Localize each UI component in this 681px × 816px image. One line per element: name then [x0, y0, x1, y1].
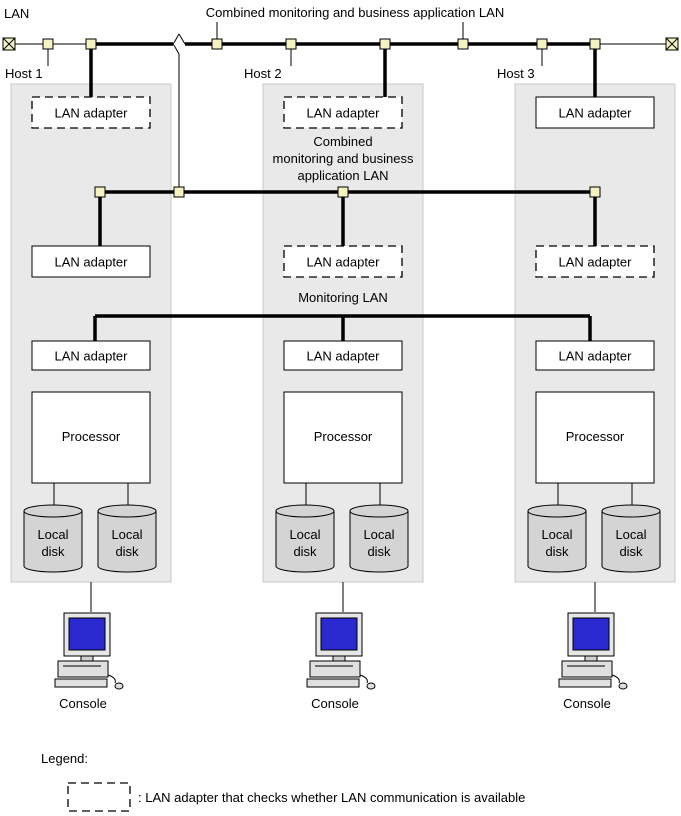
lan-adapter-box: [31, 96, 151, 129]
console-label: Console: [311, 696, 359, 711]
disk-label: Local: [363, 527, 394, 542]
combined-lan-mid-label: Combined monitoring and business applica…: [273, 134, 414, 183]
disk-label: Local: [615, 527, 646, 542]
lan-adapter-label: LAN adapter: [559, 106, 633, 121]
lan-connectors: [42, 38, 601, 198]
combined-lan-top-label: Combined monitoring and business applica…: [206, 5, 504, 20]
connector-icon: [173, 186, 185, 198]
lan-adapter-box: [535, 245, 655, 278]
disk-label: disk: [545, 544, 569, 559]
disk-label: disk: [115, 544, 139, 559]
lan-adapter-label: LAN adapter: [55, 106, 129, 121]
local-disk-icon: Local disk: [275, 483, 335, 573]
legend-description: : LAN adapter that checks whether LAN co…: [138, 790, 525, 805]
processor-box: [283, 391, 403, 484]
connector-icon: [457, 38, 469, 50]
terminator-right-icon: [665, 37, 679, 51]
connector-icon: [589, 38, 601, 50]
monitoring-lan-label: Monitoring LAN: [298, 290, 388, 305]
processor-label: Processor: [566, 429, 625, 444]
disk-label: Local: [289, 527, 320, 542]
monitoring-lan-line: [93, 314, 592, 341]
connector-icon: [379, 38, 391, 50]
connector-icon: [42, 38, 54, 50]
connector-icon: [85, 38, 97, 50]
console-computer-icon: [558, 612, 628, 690]
processor-box: [31, 391, 151, 484]
disk-label: disk: [619, 544, 643, 559]
console-computer-icon: [306, 612, 376, 690]
host-3-name: Host 3: [497, 66, 535, 81]
legend-dashed-box: [67, 782, 131, 812]
lan-adapter-label: LAN adapter: [55, 255, 129, 270]
svg-text:Combined: Combined: [313, 134, 372, 149]
svg-text:application LAN: application LAN: [297, 168, 388, 183]
disk-label: disk: [41, 544, 65, 559]
processor-label: Processor: [314, 429, 373, 444]
local-disk-icon: Local disk: [97, 483, 157, 573]
lan-label: LAN: [4, 6, 29, 21]
console-label: Console: [59, 696, 107, 711]
disk-label: disk: [367, 544, 391, 559]
local-disk-icon: Local disk: [23, 483, 83, 573]
svg-text:monitoring and business: monitoring and business: [273, 151, 414, 166]
lan-adapter-label: LAN adapter: [559, 349, 633, 364]
console-label: Console: [563, 696, 611, 711]
lan-adapter-box: [283, 96, 403, 129]
lan-adapter-box: [283, 340, 403, 371]
connector-icon: [94, 186, 106, 198]
host-1-panel: [10, 83, 172, 583]
terminator-left-icon: [2, 37, 16, 51]
connector-icon: [536, 38, 548, 50]
lan-adapter-box: [283, 245, 403, 278]
lan-adapter-label: LAN adapter: [559, 255, 633, 270]
connector-icon: [211, 38, 223, 50]
local-disk-icon: Local disk: [349, 483, 409, 573]
local-disk-icon: Local disk: [527, 483, 587, 573]
lan-adapter-label: LAN adapter: [307, 255, 381, 270]
disk-label: Local: [111, 527, 142, 542]
legend-title: Legend:: [41, 751, 88, 766]
processor-label: Processor: [62, 429, 121, 444]
local-disk-icon: Local disk: [601, 483, 661, 573]
host-1-name: Host 1: [5, 66, 43, 81]
connector-icon: [337, 186, 349, 198]
processor-box: [535, 391, 655, 484]
lan-adapter-box: [535, 96, 655, 129]
lan-terminators: [2, 37, 679, 51]
connector-icon: [589, 186, 601, 198]
lan-adapter-label: LAN adapter: [307, 106, 381, 121]
disk-label: disk: [293, 544, 317, 559]
lan-adapter-box: [31, 245, 151, 278]
console-computer-icon: [54, 612, 124, 690]
host-2-name: Host 2: [244, 66, 282, 81]
disk-label: Local: [37, 527, 68, 542]
disk-label: Local: [541, 527, 572, 542]
lan-adapter-label: LAN adapter: [307, 349, 381, 364]
lan-adapter-box: [31, 340, 151, 371]
connector-icon: [285, 38, 297, 50]
lan-adapter-label: LAN adapter: [55, 349, 129, 364]
lan-adapter-box: [535, 340, 655, 371]
